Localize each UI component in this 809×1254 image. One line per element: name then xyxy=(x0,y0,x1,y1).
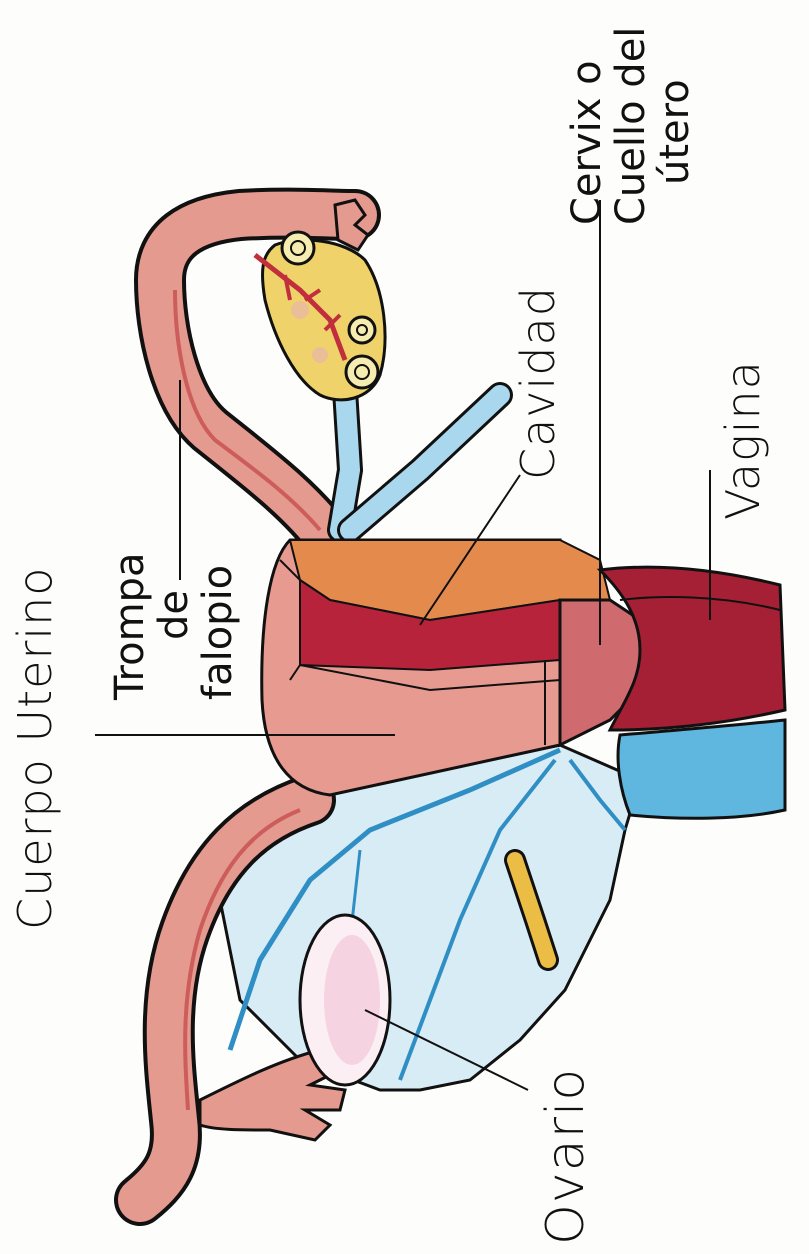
label-cuerpo-uterino: Cuerpo Uterino xyxy=(12,567,58,930)
label-vagina: Vagina xyxy=(720,360,766,520)
follicle-1 xyxy=(282,232,314,264)
label-trompa-de-falopio: Trompa de falopio xyxy=(108,553,240,700)
label-trompa-line2: de xyxy=(152,553,196,700)
label-trompa-line1: Trompa xyxy=(108,553,152,700)
label-cavidad: Cavidad xyxy=(515,286,561,480)
follicle-3 xyxy=(346,356,378,388)
label-cervix-line2: Cuello del xyxy=(609,27,653,225)
vaginal-wall xyxy=(618,720,785,818)
label-cervix: Cervix o Cuello del útero xyxy=(565,27,697,225)
label-ovario: Ovario xyxy=(540,1068,592,1245)
label-cervix-line1: Cervix o xyxy=(565,27,609,225)
label-cervix-line3: útero xyxy=(653,27,697,225)
label-trompa-line3: falopio xyxy=(196,553,240,700)
follicle-2 xyxy=(349,317,375,343)
